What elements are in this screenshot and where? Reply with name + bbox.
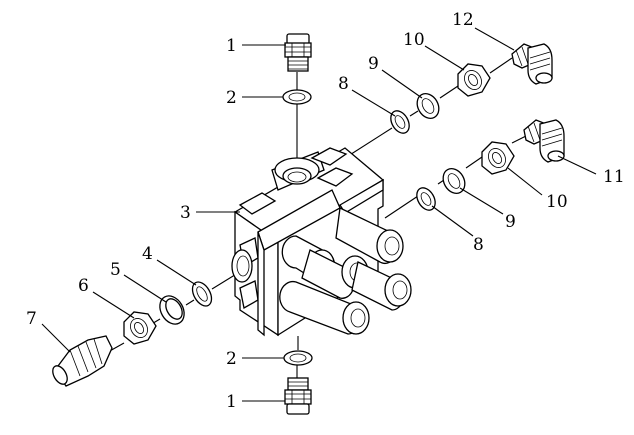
callout-7: 7: [26, 309, 37, 329]
part-2-top-washer: [282, 89, 312, 105]
part-8-bottom-washer: [416, 187, 436, 211]
callout-labels: 1 2 3 4 5 6 7 8 9 10 12 11 10 9 8 2 1: [26, 10, 625, 412]
part-7-fitting: [52, 335, 113, 387]
callout-4: 4: [142, 244, 153, 264]
callout-5: 5: [110, 260, 121, 280]
callout-10-top: 10: [403, 30, 425, 50]
callout-1-top: 1: [226, 36, 237, 56]
callout-9-top: 9: [368, 54, 379, 74]
part-4-washer: [191, 281, 213, 307]
callout-8-top: 8: [338, 74, 349, 94]
bosses: [279, 207, 412, 335]
part-9-top-washer: [416, 93, 440, 119]
part-9-bottom-washer: [442, 168, 466, 194]
part-1-top-fitting: [284, 33, 312, 72]
leader-lines: [41, 27, 597, 402]
part-3-valve-block: [231, 147, 385, 337]
part-1-bottom-fitting: [284, 377, 312, 415]
callout-3: 3: [180, 203, 191, 223]
callout-10-bottom: 10: [546, 192, 568, 212]
axis-lines: [107, 57, 533, 382]
callout-1-bottom: 1: [226, 392, 237, 412]
part-6-hex-nut: [123, 311, 157, 345]
callout-2-top: 2: [226, 88, 237, 108]
part-5-seal-ring: [159, 295, 185, 325]
callout-12: 12: [452, 10, 474, 30]
callout-2-bottom: 2: [226, 349, 237, 369]
part-11-elbow-fitting: [523, 119, 565, 163]
callout-11: 11: [603, 167, 625, 187]
part-8-top-washer: [390, 110, 410, 134]
part-10-top-nut: [457, 63, 491, 97]
callout-6: 6: [78, 276, 89, 296]
part-10-bottom-nut: [481, 141, 515, 175]
callout-9-bottom: 9: [505, 212, 516, 232]
part-12-elbow-fitting: [511, 43, 553, 85]
part-2-bottom-washer: [283, 350, 313, 366]
callout-8-bottom: 8: [473, 235, 484, 255]
